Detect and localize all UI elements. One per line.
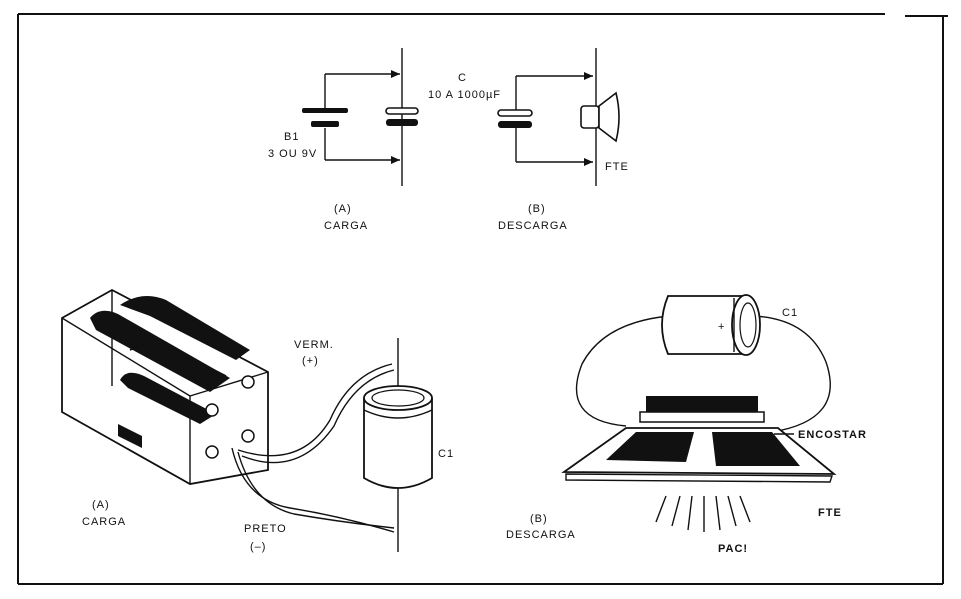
speaker-illustration [561,396,837,483]
speaker-symbol [580,91,620,143]
touch-label: ENCOSTAR [798,429,867,441]
illustration-b-discharge: + C1 ENCOSTAR FTE PAC! (B) DESCARGA [506,294,867,555]
capacitor-c1-label: C1 [782,307,798,319]
sound-lines [655,495,751,532]
capacitor-c1-label: C1 [438,448,454,460]
battery-label: B1 [284,131,299,143]
schematic-b-discharge: C 10 A 1000µF FTE (B) DESCARGA [428,48,629,232]
battery-b1-symbol [302,108,348,127]
capacitor-a-symbol [385,107,419,126]
capacitor-c1-illustration [363,338,433,552]
schematic-a-caption-letter: (A) [334,203,352,215]
battery-holder-illustration [61,288,269,485]
speaker-label: FTE [605,161,629,173]
battery-value: 3 OU 9V [268,148,317,160]
illustration-a-caption: CARGA [82,516,126,528]
schematic-a-charge: B1 3 OU 9V (A) CARGA [268,48,419,232]
illustration-b-caption-letter: (B) [530,513,548,525]
capacitor-label: C [458,72,467,84]
black-wire-label: PRETO [244,523,287,535]
red-wire-polarity: (+) [302,355,319,367]
illustration-b-caption: DESCARGA [506,529,576,541]
capacitor-value: 10 A 1000µF [428,89,501,101]
black-wire-polarity: (–) [250,541,266,553]
illustration-a-caption-letter: (A) [92,499,110,511]
schematic-b-caption: DESCARGA [498,220,568,232]
red-wire-label: VERM. [294,339,334,351]
schematic-b-caption-letter: (B) [528,203,546,215]
illustration-a-charge: VERM. (+) PRETO (–) C1 (A) CARGA [61,288,454,553]
speaker-label: FTE [818,507,842,519]
figure-frame [17,13,948,585]
capacitor-b-symbol [497,109,533,128]
capacitor-c1-horizontal [661,294,761,356]
sound-label: PAC! [718,543,748,555]
capacitor-c1-polarity: + [718,321,725,333]
schematic-a-caption: CARGA [324,220,368,232]
